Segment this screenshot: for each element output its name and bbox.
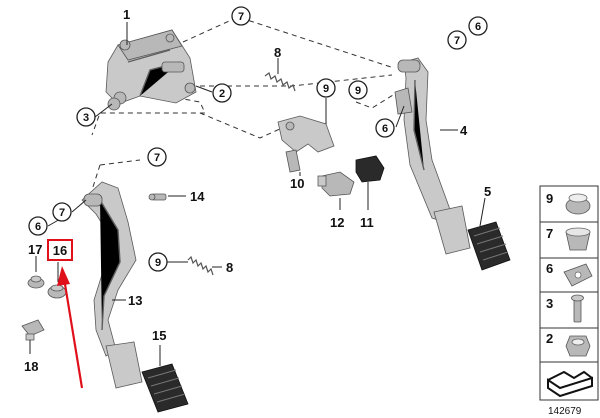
svg-text:7: 7 <box>454 35 460 47</box>
label-18: 18 <box>24 359 38 374</box>
callout-9-right[interactable]: 9 <box>348 80 368 100</box>
pedal-bracket-part[interactable] <box>105 29 197 105</box>
pedal-lever-right-part[interactable] <box>394 57 471 255</box>
label-10: 10 <box>290 176 304 191</box>
svg-text:9: 9 <box>546 191 553 206</box>
pin-part[interactable] <box>148 193 167 201</box>
svg-text:6: 6 <box>382 123 388 135</box>
bushing-icon <box>565 193 591 215</box>
callout-2[interactable]: 2 <box>212 83 232 103</box>
svg-text:7: 7 <box>59 207 65 219</box>
svg-text:7: 7 <box>154 152 160 164</box>
callout-7-middle[interactable]: 7 <box>147 147 167 167</box>
pedal-pad-left-part[interactable] <box>141 363 189 413</box>
pedal-pad-right-part[interactable] <box>467 221 511 271</box>
callout-9-middle[interactable]: 9 <box>316 78 336 98</box>
svg-text:7: 7 <box>546 226 553 241</box>
highlighted-part-16[interactable]: 16 <box>47 239 73 261</box>
nut-icon <box>565 335 591 357</box>
legend-row-6[interactable]: 6 <box>546 261 593 287</box>
label-14: 14 <box>190 189 205 204</box>
pedal-lever-left-part[interactable] <box>81 181 143 389</box>
svg-text:9: 9 <box>355 85 361 97</box>
label-5: 5 <box>484 184 491 199</box>
label-12: 12 <box>330 215 344 230</box>
label-8-lower: 8 <box>226 260 233 275</box>
svg-text:3: 3 <box>546 296 553 311</box>
buffer-18-part[interactable] <box>21 319 45 341</box>
label-11: 11 <box>360 215 374 230</box>
svg-text:2: 2 <box>546 331 553 346</box>
buffer-17-part[interactable] <box>27 275 45 289</box>
red-arrow-icon <box>57 266 84 389</box>
leader-lines <box>29 22 486 366</box>
svg-text:6: 6 <box>546 261 553 276</box>
svg-text:6: 6 <box>475 21 481 33</box>
sleeve-icon <box>565 227 591 251</box>
callout-6-left[interactable]: 6 <box>28 216 48 236</box>
legend-row-2[interactable]: 2 <box>546 331 591 357</box>
label-8-top: 8 <box>274 45 281 60</box>
label-17: 17 <box>28 242 42 257</box>
svg-text:2: 2 <box>219 88 225 100</box>
buffer-16-part[interactable] <box>47 284 67 299</box>
pedal-switch-part[interactable] <box>317 171 355 197</box>
bolt-icon <box>571 294 584 323</box>
label-15: 15 <box>152 328 166 343</box>
bolt-part[interactable] <box>107 97 121 111</box>
spring-lower-part[interactable] <box>187 255 214 276</box>
label-13: 13 <box>128 293 142 308</box>
label-4: 4 <box>460 123 468 138</box>
svg-text:9: 9 <box>155 257 161 269</box>
svg-text:16: 16 <box>53 243 67 258</box>
legend-row-9[interactable]: 9 <box>546 191 591 215</box>
spring-upper-part[interactable] <box>264 72 296 92</box>
stop-switch-part[interactable] <box>355 155 385 183</box>
callout-6-right[interactable]: 6 <box>375 118 395 138</box>
clip-icon <box>563 263 593 287</box>
svg-text:7: 7 <box>238 11 244 23</box>
callout-3[interactable]: 3 <box>76 107 96 127</box>
drawing-number: 142679 <box>548 406 582 417</box>
switch-bracket-part[interactable] <box>277 115 335 173</box>
svg-text:6: 6 <box>35 221 41 233</box>
legend-row-7[interactable]: 7 <box>546 226 591 251</box>
callout-7-left[interactable]: 7 <box>52 202 72 222</box>
svg-text:9: 9 <box>323 83 329 95</box>
toolkit-icon <box>547 370 593 398</box>
callout-9-lower[interactable]: 9 <box>148 252 168 272</box>
label-1: 1 <box>123 7 130 22</box>
legend-panel <box>539 185 599 401</box>
callout-7-right[interactable]: 7 <box>447 30 467 50</box>
legend-row-3[interactable]: 3 <box>546 294 584 323</box>
callout-6-top-right[interactable]: 6 <box>468 16 488 36</box>
svg-text:3: 3 <box>83 112 89 124</box>
callout-7-top[interactable]: 7 <box>231 6 251 26</box>
